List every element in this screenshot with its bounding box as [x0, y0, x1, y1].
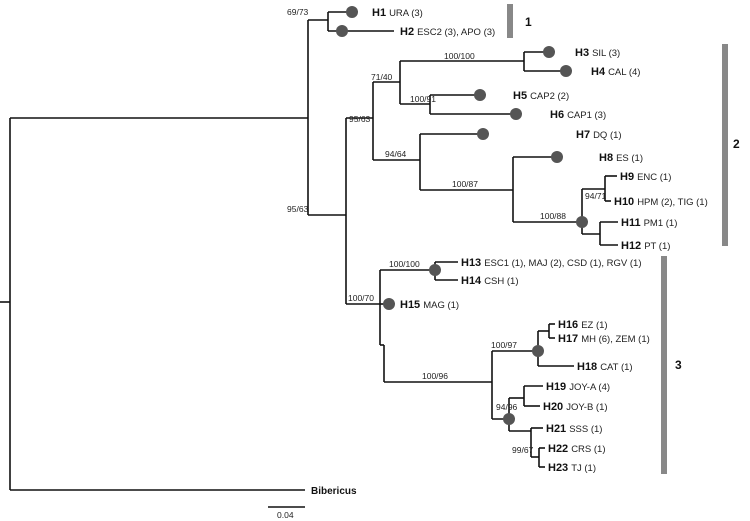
- support-value: 71/40: [371, 72, 393, 82]
- group-label-3: 3: [675, 358, 682, 372]
- support-value: 94/64: [385, 149, 407, 159]
- support-value: 100/100: [389, 259, 420, 269]
- support-value: 100/100: [444, 51, 475, 61]
- node-marker: [477, 128, 489, 140]
- node-markers: [336, 6, 588, 425]
- support-value: 69/73: [287, 7, 309, 17]
- node-marker: [336, 25, 348, 37]
- node-marker: [510, 108, 522, 120]
- group-bar-1: [507, 4, 513, 38]
- scale-bar: 0.04: [268, 506, 305, 520]
- group-label-2: 2: [733, 137, 740, 151]
- support-value: 95/63: [349, 114, 371, 124]
- node-marker: [474, 89, 486, 101]
- node-marker: [429, 264, 441, 276]
- node-marker: [576, 216, 588, 228]
- node-marker: [346, 6, 358, 18]
- group-brackets: 1 2 3: [507, 4, 740, 474]
- outgroup-label: Bibericus: [311, 486, 357, 497]
- support-value: 94/71: [585, 191, 607, 201]
- support-value: 100/97: [491, 340, 517, 350]
- tree-branches: [0, 11, 618, 491]
- support-value: 100/88: [540, 211, 566, 221]
- node-marker: [532, 345, 544, 357]
- node-marker: [543, 46, 555, 58]
- node-marker: [383, 298, 395, 310]
- support-values: 69/73 95/63 95/63 71/40 100/100 100/91 9…: [287, 7, 607, 455]
- scale-bar-label: 0.04: [277, 510, 294, 520]
- support-value: 100/70: [348, 293, 374, 303]
- support-value: 100/87: [452, 179, 478, 189]
- support-value: 100/96: [422, 371, 448, 381]
- node-marker: [503, 413, 515, 425]
- group-bar-3: [661, 256, 667, 474]
- support-value: 95/63: [287, 204, 309, 214]
- support-value: 100/91: [410, 94, 436, 104]
- support-value: 94/96: [496, 402, 518, 412]
- support-value: 99/67: [512, 445, 534, 455]
- group-bar-2: [722, 44, 728, 246]
- node-marker: [551, 151, 563, 163]
- node-marker: [560, 65, 572, 77]
- group-label-1: 1: [525, 15, 532, 29]
